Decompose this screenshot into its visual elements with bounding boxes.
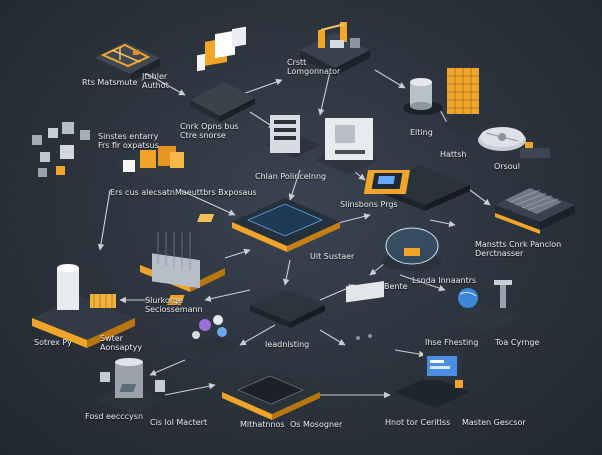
label-sotrex-py: Sotrex Py (34, 338, 72, 347)
label-manstts: Manstts Cnrk Panclon Derctnasser (475, 240, 562, 258)
label-fosd: Fosd eecccysn (85, 412, 144, 421)
label-maeuttbrs: Maeuttbrs Bxposaus (175, 188, 257, 197)
label-ihse-fhesting: Ihse Fhesting (425, 338, 479, 347)
label-orsoul: Orsoul (494, 162, 520, 171)
label-crstt-lomgonnator: Crstt Lomgonnator (287, 58, 341, 76)
label-toa-cyrnge: Toa Cyrnge (495, 338, 540, 347)
label-rts-matsmute: Rts Matsmute (82, 78, 138, 87)
controller-unit-icon[interactable] (340, 281, 395, 362)
label-slurkorge: Slurkorge Seciossemann (145, 296, 203, 314)
sensor-cluster-icon[interactable] (32, 122, 90, 177)
molecule-icon[interactable] (188, 315, 236, 353)
circuit-board-icon[interactable] (363, 165, 470, 211)
globe-sensor-icon[interactable] (450, 280, 515, 332)
cpu-socket-icon[interactable] (119, 370, 320, 420)
label-os-mosogner: Os Mosogner (290, 420, 343, 429)
glass-dome-icon[interactable] (382, 227, 442, 271)
microchip-icon[interactable] (166, 290, 325, 328)
robotic-factory-icon[interactable] (300, 22, 370, 76)
label-uit-sustaer: Uit Sustaer (310, 252, 355, 261)
server-rack-icon[interactable] (265, 115, 320, 158)
label-masten-gescsor: Masten Gescsor (462, 418, 526, 427)
control-cabinet-icon[interactable] (315, 118, 380, 175)
battery-pack-icon[interactable] (140, 232, 225, 292)
label-hattsh: Hattsh (440, 150, 467, 159)
label-cnrk-opns: Cnrk Opns bus Ctre snorse (180, 122, 239, 140)
label-jtshler-authot: Jtshler Authot (142, 72, 169, 90)
label-hnot-tor: Hnot tor Ceritlss (385, 418, 451, 427)
documents-icon[interactable] (190, 26, 255, 122)
processor-chip-icon[interactable] (495, 188, 575, 234)
construction-site-icon[interactable] (95, 42, 160, 82)
label-mithatnnos: Mithatnnos (240, 420, 285, 429)
label-swter: Swter Aonsaptyy (100, 334, 143, 352)
label-elting: Elting (410, 128, 433, 137)
label-bente: Bente (384, 282, 408, 291)
rotating-disk-icon[interactable] (478, 127, 550, 158)
label-ieadnlsting: Ieadnlsting (265, 340, 310, 349)
mainboard-icon[interactable] (197, 198, 340, 252)
label-slinsbons: Slinsbons Prgs (340, 200, 398, 209)
lab-reactor-icon[interactable] (32, 264, 135, 348)
label-lsnda: Lsnda Innaantrs (412, 276, 477, 285)
solar-panel-icon[interactable] (440, 68, 495, 137)
battery-units-icon[interactable] (115, 146, 190, 182)
laptop-display-icon[interactable] (395, 352, 470, 408)
label-ers-cus: Ers cus alecsatn (110, 188, 175, 197)
label-chlan-polincelnng: Chlan Polincelnng (255, 172, 327, 181)
storage-tank-icon[interactable] (403, 78, 443, 115)
label-sinstes-entarry: Sinstes entarry Frs flr oxpatsus (98, 132, 159, 150)
label-cis-lol: Cis lol Mactert (150, 418, 208, 427)
